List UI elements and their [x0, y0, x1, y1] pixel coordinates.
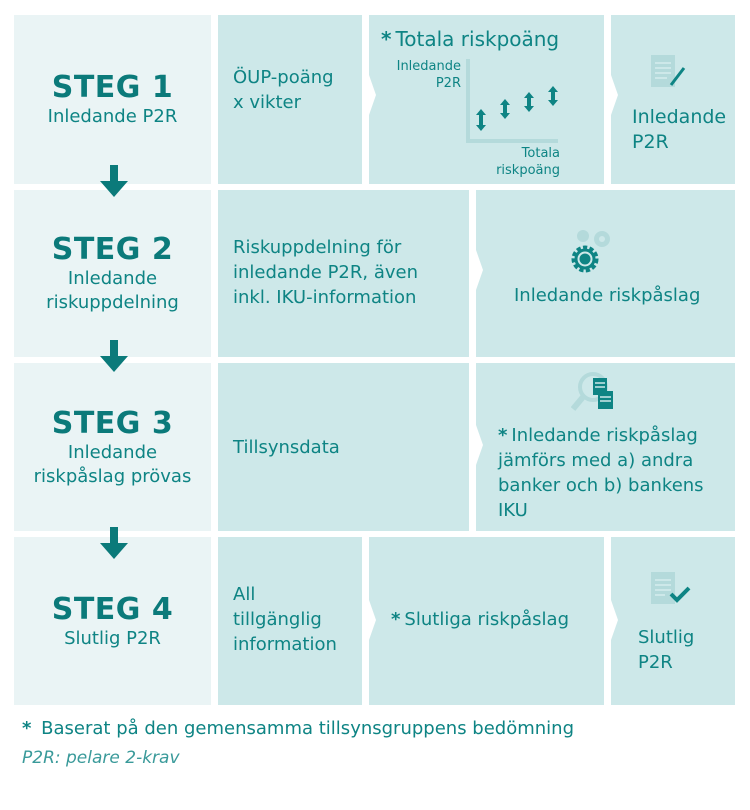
x-axis-label: Totala riskpoäng [496, 146, 560, 178]
chevron-right-icon [362, 600, 376, 640]
chevron-right-icon [604, 75, 618, 115]
step-1-panel: STEG 1 Inledande P2R [14, 15, 211, 184]
step-subtitle: Inledande riskpåslag prövas [33, 441, 192, 487]
search-document-icon [571, 372, 613, 411]
row4-output-cell: Slutlig P2R [611, 537, 735, 705]
chevron-right-icon [604, 600, 618, 640]
asterisk: * [391, 609, 401, 630]
footnote: * Baserat på den gemensamma tillsynsgrup… [22, 718, 574, 739]
row1-output-text: Inledande P2R [632, 106, 727, 153]
footnote-text: Baserat på den gemensamma tillsynsgruppe… [41, 718, 575, 739]
process-title-text: Totala riskpoäng [395, 27, 560, 51]
asterisk: * [22, 718, 32, 739]
step-title: STEG 4 [51, 591, 174, 627]
row3-output-label: Inledande riskpåslag jämförs med a) andr… [498, 425, 704, 521]
row4-process-text: *Slutliga riskpåslag [391, 607, 569, 632]
step-subtitle: Slutlig P2R [64, 627, 161, 649]
document-edit-icon [651, 55, 686, 87]
step-title: STEG 3 [51, 405, 174, 441]
row4-input-text: All tillgänglig information [233, 584, 337, 655]
step-title: STEG 2 [51, 232, 174, 267]
gears-icon [571, 230, 610, 273]
row1-output-cell: Inledande P2R [611, 15, 735, 184]
row4-input-cell: All tillgänglig information [218, 537, 362, 705]
row2-output-text: Inledande riskpåslag [514, 285, 701, 306]
step-subtitle: Inledande riskuppdelning [46, 268, 179, 313]
row2-input-cell: Riskuppdelning för inledande P2R, även i… [218, 190, 469, 357]
chevron-right-icon [362, 75, 376, 115]
abbreviation-note: P2R: pelare 2-krav [22, 748, 180, 768]
step-4-panel: STEG 4 Slutlig P2R [14, 537, 211, 705]
row2-output-cell: Inledande riskpåslag [476, 190, 735, 357]
asterisk: * [381, 27, 392, 51]
chevron-right-icon [469, 425, 483, 465]
down-arrow-icon [100, 165, 128, 197]
step-3-panel: STEG 3 Inledande riskpåslag prövas [14, 363, 211, 531]
step-title: STEG 1 [51, 70, 174, 105]
row2-input-text: Riskuppdelning för inledande P2R, även i… [233, 237, 418, 308]
row3-output-text: *Inledande riskpåslag jämförs med a) and… [498, 423, 728, 523]
row1-input-text: ÖUP-poäng x vikter [233, 67, 334, 113]
row4-process-label: Slutliga riskpåslag [404, 609, 569, 630]
process-title: *Totala riskpoäng [381, 27, 559, 51]
row1-input-cell: ÖUP-poäng x vikter [218, 15, 362, 184]
step-2-panel: STEG 2 Inledande riskuppdelning [14, 190, 211, 357]
asterisk: * [498, 425, 508, 446]
row3-input-text: Tillsynsdata [233, 437, 340, 458]
row4-output-text: Slutlig P2R [638, 627, 695, 673]
down-arrow-icon [100, 340, 128, 372]
scatter-chart-icon [466, 59, 558, 143]
document-check-icon [651, 572, 691, 604]
row3-input-cell: Tillsynsdata [218, 363, 469, 531]
step-subtitle: Inledande P2R [47, 106, 178, 127]
down-arrow-icon [100, 527, 128, 559]
row4-process-cell: *Slutliga riskpåslag [369, 537, 604, 705]
chevron-right-icon [469, 250, 483, 290]
row3-output-cell: *Inledande riskpåslag jämförs med a) and… [476, 363, 735, 531]
row1-process-cell: *Totala riskpoäng Inledande P2R Totala r… [369, 15, 604, 184]
y-axis-label: Inledande P2R [396, 59, 461, 91]
